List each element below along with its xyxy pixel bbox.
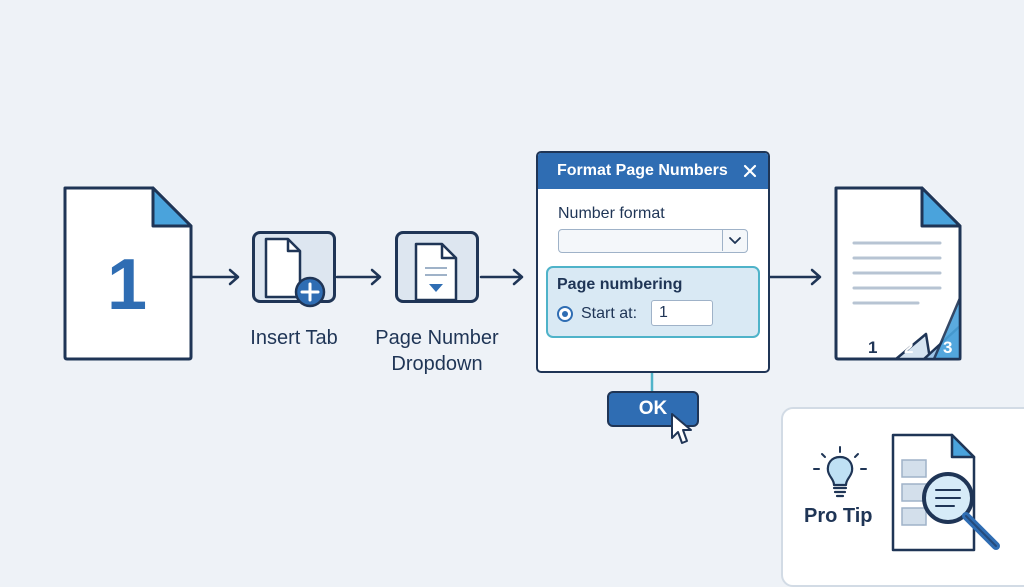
lightbulb-icon xyxy=(813,446,867,498)
arrow-4 xyxy=(768,268,822,286)
dropdown-document-icon xyxy=(414,242,458,302)
dialog-title: Format Page Numbers xyxy=(557,162,728,179)
start-at-label: Start at: xyxy=(581,305,638,322)
page-number-dropdown-label: Page Number Dropdown xyxy=(362,325,512,377)
arrow-1 xyxy=(189,268,240,286)
cursor-icon xyxy=(671,413,692,444)
pro-tip-label: Pro Tip xyxy=(804,505,873,527)
insert-tab-label: Insert Tab xyxy=(250,327,338,349)
result-page-number-2: 2 xyxy=(904,338,914,357)
start-page-document-icon xyxy=(63,186,193,361)
page-number-dropdown-label-line1: Page Number xyxy=(375,327,499,349)
ok-button[interactable]: OK xyxy=(607,391,699,427)
new-document-icon xyxy=(264,237,326,308)
page-numbering-group: Page numbering Start at: 1 xyxy=(546,266,760,338)
magnifier-icon xyxy=(922,472,1000,550)
number-format-label: Number format xyxy=(558,205,665,222)
page-numbering-label: Page numbering xyxy=(557,276,683,293)
result-page-number-3: 3 xyxy=(943,338,953,357)
number-format-select[interactable] xyxy=(558,229,748,253)
chevron-down-icon[interactable] xyxy=(722,230,747,251)
arrow-3 xyxy=(479,268,524,286)
start-at-input[interactable]: 1 xyxy=(651,300,713,326)
format-page-numbers-dialog: Format Page Numbers Number format xyxy=(536,151,770,373)
page-number-dropdown-label-line2: Dropdown xyxy=(391,353,483,375)
result-document-icon xyxy=(834,186,962,361)
close-icon[interactable] xyxy=(740,153,760,189)
tip-document-magnifier-icon xyxy=(891,433,1000,552)
start-page-number: 1 xyxy=(106,245,148,325)
result-page-number-1: 1 xyxy=(868,338,878,357)
arrow-2 xyxy=(335,268,382,286)
dialog-title-bar: Format Page Numbers xyxy=(538,153,768,189)
start-at-radio[interactable] xyxy=(557,306,573,322)
